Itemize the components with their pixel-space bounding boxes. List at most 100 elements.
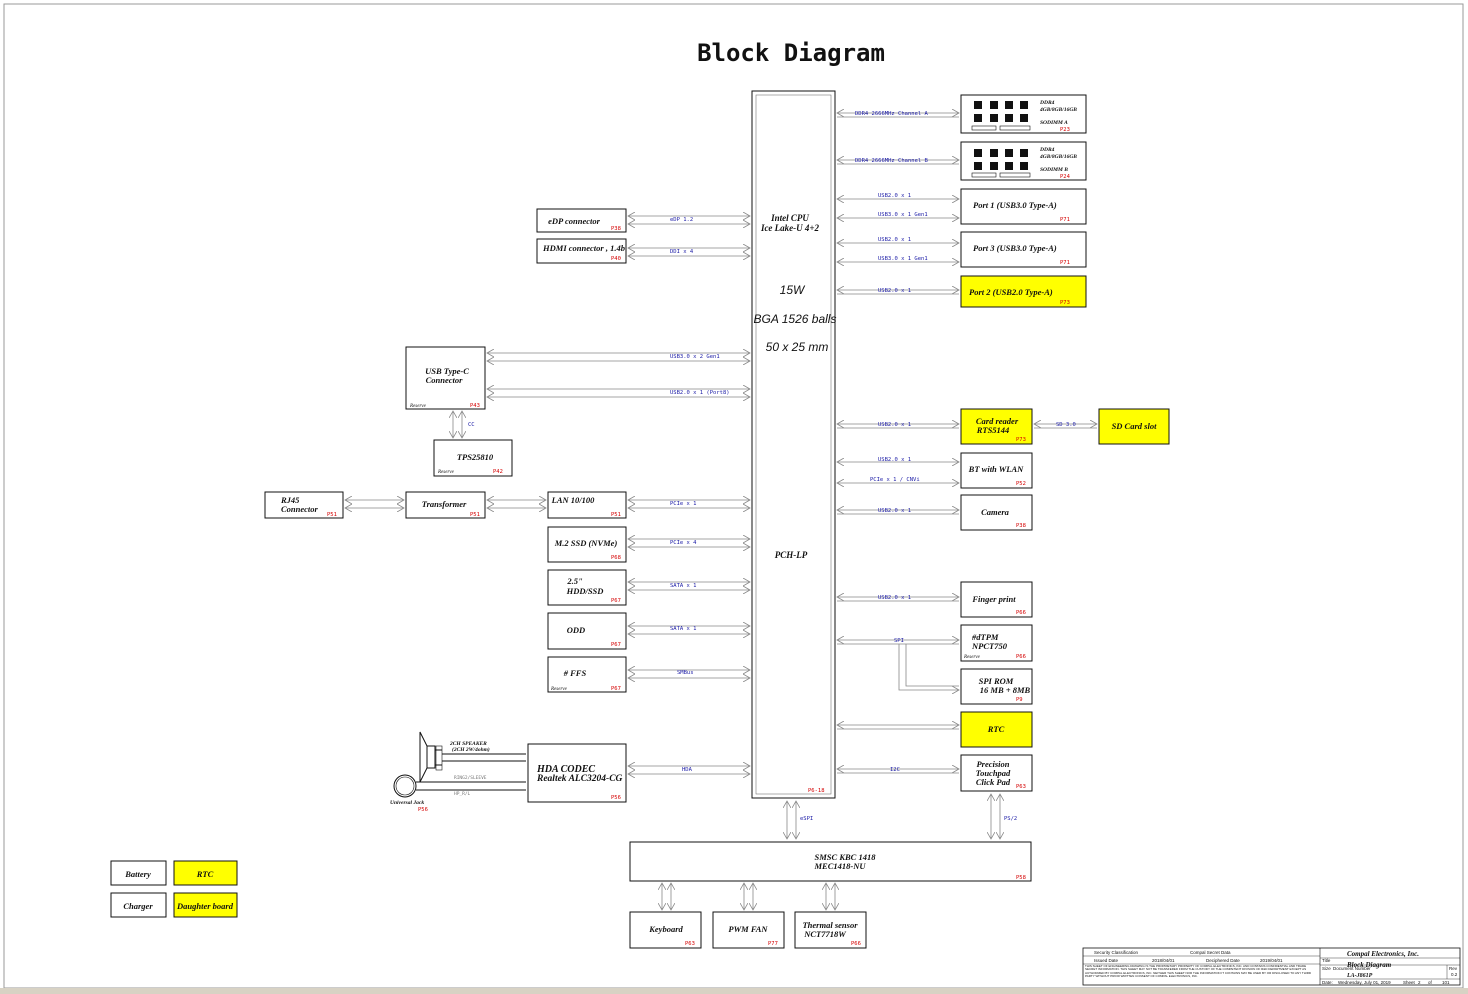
box-shape (971, 172, 997, 178)
label-text: USB Type-C (425, 366, 469, 376)
box-shape (405, 491, 486, 519)
bus-label: USB2.0 x 1 (878, 193, 911, 199)
bus-label: USB2.0 x 1 (878, 595, 911, 601)
box-shape (264, 491, 344, 519)
cpu-package: BGA 1526 balls (754, 312, 837, 326)
camera-block: Camera P38 (960, 494, 1033, 531)
label-text: Touchpad (976, 768, 1011, 778)
box-shape (990, 101, 998, 109)
label-text: 2 (1418, 980, 1421, 985)
usb-port1-block: Port 1 (USB3.0 Type-A) P71 (960, 188, 1087, 225)
page-ref: P51 (611, 512, 621, 518)
label-text: Port 1 (USB3.0 Type-A) (973, 200, 1057, 210)
label-text: Wednesday, July 01, 2019 (1338, 980, 1391, 985)
bus-label: SMBus (677, 670, 694, 676)
label-text: Rev (1449, 966, 1458, 971)
label-text: Security Classification (1094, 950, 1139, 955)
speaker-spec: (2CH 2W/4ohm) (452, 746, 490, 753)
kbc-block: SMSC KBC 1418 MEC1418-NU P58 (629, 841, 1032, 882)
cpu-block: Intel CPU Ice Lake-U 4+2 15W BGA 1526 ba… (751, 90, 837, 799)
box-shape (1020, 162, 1028, 170)
box-shape (990, 149, 998, 157)
bus-label: SD 3.0 (1056, 422, 1076, 428)
page-ref: P67 (611, 686, 621, 692)
box-shape (1005, 101, 1013, 109)
box-shape (960, 141, 1087, 181)
bus-label: PCIe x 1 / CNVi (870, 477, 920, 483)
pwm-fan-block: PWM FAN P77 (712, 911, 785, 949)
bus-ps2: PS/2 (1004, 816, 1017, 822)
usb-port2-block: Port 2 (USB2.0 Type-A) P73 (960, 275, 1087, 308)
box-shape (1020, 114, 1028, 122)
label-text: 101 (1442, 980, 1450, 985)
box-shape (960, 581, 1033, 618)
label-text: Title (1322, 958, 1331, 963)
label-text: RTC (196, 869, 214, 879)
page-ref: P73 (1060, 300, 1070, 306)
keyboard-block: Keyboard P63 (629, 911, 702, 949)
box-shape (547, 656, 627, 693)
cpu-page: P6-18 (808, 788, 825, 794)
label-text: 4GB/8GB/16GB (1039, 154, 1077, 160)
bus-espi: eSPI (800, 816, 813, 822)
edp-connector-block: eDP connector P38 (536, 208, 627, 233)
page-ref: P71 (1060, 217, 1070, 223)
odd-block: ODD P67 (547, 612, 627, 650)
page-ref: P71 (1060, 260, 1070, 266)
box-shape (712, 911, 785, 949)
page-ref: P51 (327, 512, 337, 518)
page-ref: P23 (1060, 127, 1070, 133)
box-shape (974, 101, 982, 109)
bus-label: USB2.0 x 1 (Port8) (670, 390, 730, 396)
page-ref: P51 (470, 512, 480, 518)
label-text: Connector (281, 504, 319, 514)
label-text: Sheet (1403, 980, 1416, 985)
sheet-bottom-strip (0, 988, 1468, 994)
label-text: Keyboard (648, 924, 683, 934)
label-text: 2.5" (566, 576, 583, 586)
label-text: NCT7718W (803, 929, 847, 939)
box-shape (547, 526, 627, 563)
bus-label: USB3.0 x 1 Gen1 (878, 212, 928, 218)
box-shape (1098, 408, 1170, 445)
page-ref: P67 (611, 642, 621, 648)
bus-label: HDA (682, 767, 693, 773)
label-text: of (1428, 980, 1433, 985)
bus-label: CC (468, 422, 475, 428)
label-text: Document Number (1333, 966, 1371, 971)
box-shape (974, 149, 982, 157)
lan-block: LAN 10/100 P51 (547, 491, 627, 519)
page-ref: P42 (493, 469, 503, 475)
box-shape (536, 208, 627, 233)
page-ref: P9 (1016, 697, 1023, 703)
diagram-title: Block Diagram (697, 39, 885, 67)
label-text: Block Diagram (1346, 961, 1392, 969)
box-shape (974, 162, 982, 170)
rtc-block: RTC (960, 711, 1033, 748)
sd-card-slot-block: SD Card slot (1098, 408, 1170, 445)
label-text: LAN 10/100 (551, 495, 595, 505)
bus-label: USB3.0 x 2 Gen1 (670, 354, 720, 360)
label-text: BT with WLAN (968, 464, 1024, 474)
box-shape (629, 841, 1032, 882)
label-text: Reserve (550, 687, 568, 692)
box-shape (990, 114, 998, 122)
box-shape (960, 275, 1087, 308)
sodimm-a-block: DDR4 4GB/8GB/16GB SODIMM A P23 (960, 94, 1087, 134)
box-shape (960, 754, 1033, 792)
box-shape (960, 408, 1033, 445)
transformer-block: Transformer P51 (405, 491, 486, 519)
page-ref: P52 (1016, 481, 1026, 487)
box-shape (971, 125, 997, 131)
label-text: 2018/04/01 (1152, 958, 1175, 963)
label-text: 2019/04/01 (1260, 958, 1283, 963)
bus-label: USB3.0 x 1 Gen1 (878, 256, 928, 262)
box-shape (426, 745, 436, 769)
connector-line (905, 644, 959, 687)
jack-page: P56 (418, 807, 428, 813)
label-text: Port 2 (USB2.0 Type-A) (969, 287, 1053, 297)
page-ref: P56 (611, 795, 621, 801)
bus-label: I2C (890, 767, 900, 773)
box-shape (629, 911, 702, 949)
